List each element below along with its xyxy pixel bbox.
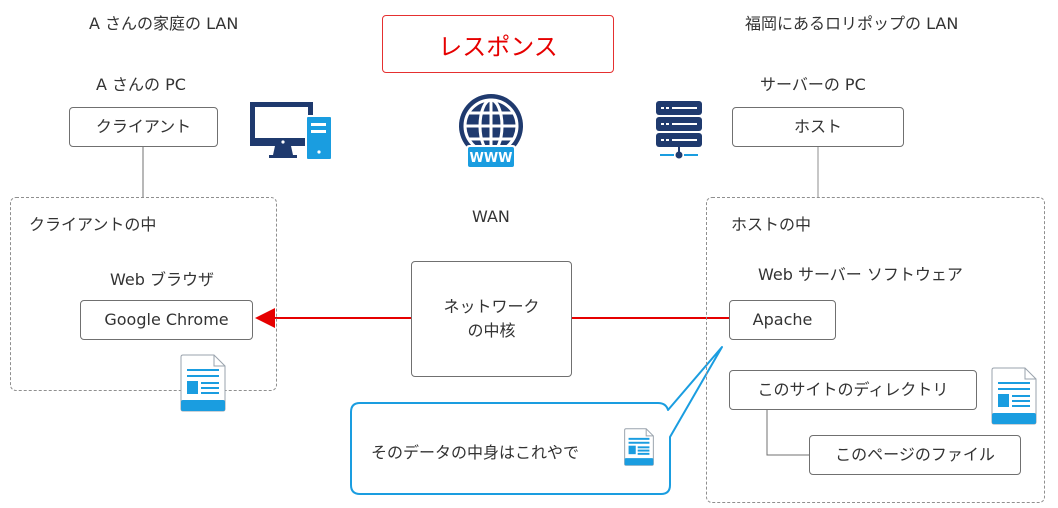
document-icon [180,354,226,412]
response-arrowhead [255,308,275,328]
host-box-label: ホスト [793,117,842,136]
client-pc-title: A さんの PC [96,75,186,94]
server-pc-title: サーバーの PC [760,75,866,94]
www-globe-icon: WWW [459,94,523,168]
response-label: レスポンス [438,32,558,61]
client-inside-title: クライアントの中 [29,215,157,234]
document-icon [624,428,654,466]
document-icon [991,367,1037,425]
wan-title: WAN [472,207,510,226]
client-lan-title: A さんの家庭の LAN [89,14,239,33]
server-rack-icon [656,101,702,159]
client-box-label: クライアント [95,117,192,136]
site-directory-box[interactable]: このサイトのディレクトリ [729,370,977,410]
client-inside-area [10,197,277,391]
server-software-title: Web サーバー ソフトウェア [758,265,963,284]
browser-box[interactable]: Google Chrome [80,300,253,340]
page-file-box[interactable]: このページのファイル [809,435,1021,475]
client-box[interactable]: クライアント [69,107,218,147]
browser-box-label: Google Chrome [104,310,229,329]
site-directory-label: このサイトのディレクトリ [757,380,949,399]
www-label: WWW [469,151,512,166]
apache-box[interactable]: Apache [729,300,836,340]
apache-box-label: Apache [752,310,813,329]
page-file-label: このページのファイル [835,445,995,464]
host-box[interactable]: ホスト [732,107,904,147]
network-core-box[interactable]: ネットワーク の中核 [411,261,572,377]
host-inside-area [706,197,1045,503]
directory-file-connector [766,410,809,456]
network-core-line1: ネットワーク [443,297,540,316]
response-badge: レスポンス [382,15,614,73]
callout-text: そのデータの中身はこれやで [371,443,580,462]
network-core-line2: の中核 [467,321,516,340]
server-lan-title: 福岡にあるロリポップの LAN [745,14,959,33]
desktop-computer-icon [250,102,331,159]
browser-title: Web ブラウザ [110,270,214,289]
host-inside-title: ホストの中 [731,215,812,234]
